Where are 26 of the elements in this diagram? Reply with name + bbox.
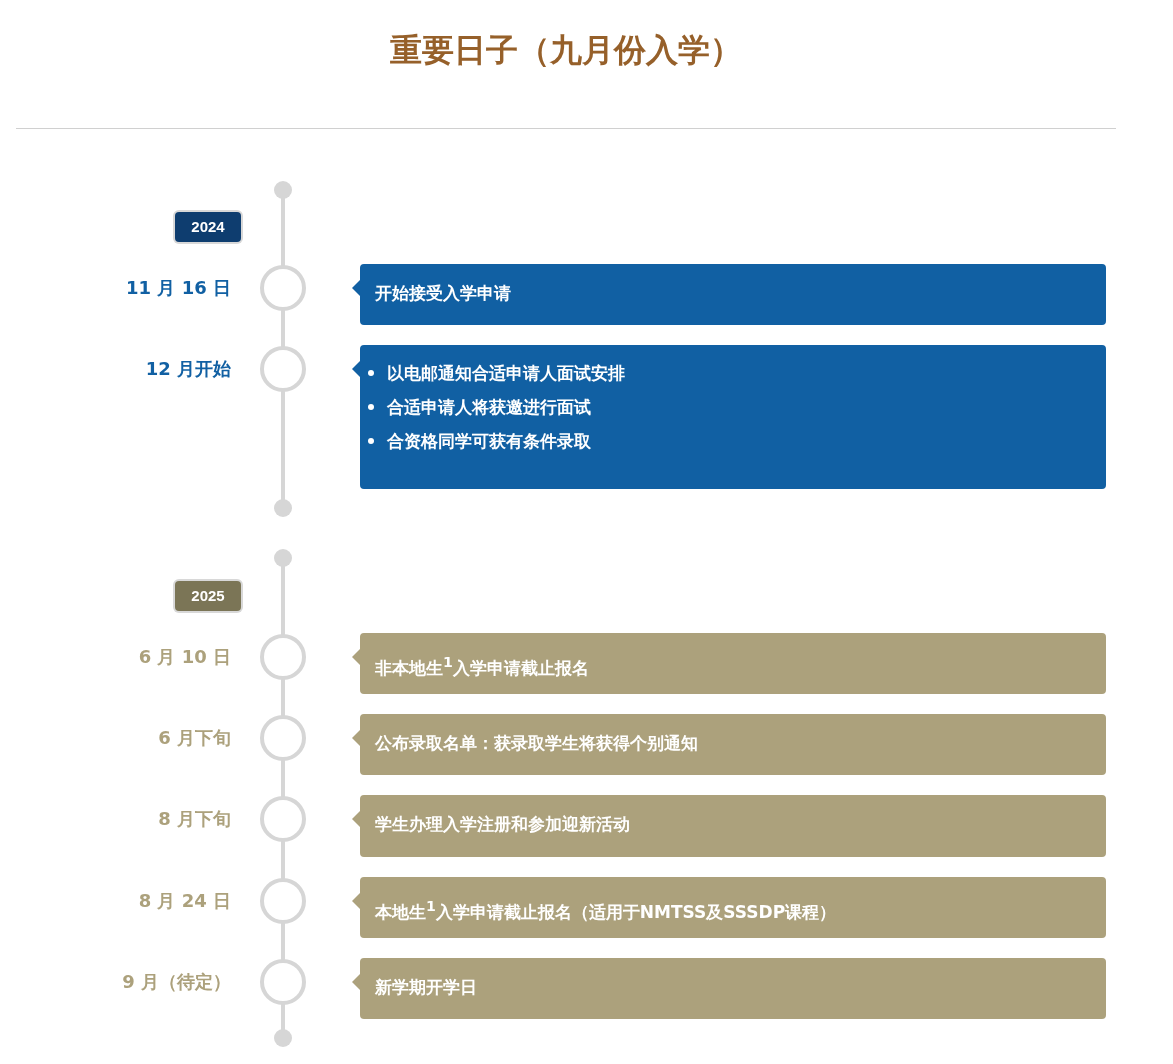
date-label: 12 月开始 [144,357,231,381]
event-card [352,795,1106,857]
date-label: 6 月 10 日 [137,645,231,669]
date-label: 6 月下旬 [157,726,231,750]
event-card [352,877,1106,938]
date-label: 8 月 24 日 [137,889,231,913]
year-badge: 2025 [175,581,241,611]
date-label: 11 月 16 日 [125,276,231,300]
event-text: 本地生$^{1}$入学申请截止报名（适用于NMTSS及SSSDP课程） [375,901,837,922]
event-card [352,345,1106,489]
list-item: 合资格同学可获有条件录取 [387,431,591,451]
event-text: 开始接受入学申请 [375,283,511,303]
date-label: 9 月（待定） [121,970,231,994]
event-card [352,958,1106,1019]
list-item: 以电邮通知合适申请人面试安排 [387,363,625,383]
list-item: 合适申请人将获邀进行面试 [387,397,591,417]
event-card [352,633,1106,694]
title: 重要日子（九月份入学） [389,30,743,71]
event-card [352,264,1106,325]
event-card [352,714,1106,775]
event-text: 非本地生$^{1}$入学申请截止报名 [375,657,589,678]
event-text: 公布录取名单：获录取学生将获得个别通知 [375,733,698,753]
year-badge: 2024 [175,212,241,242]
date-label: 8 月下旬 [157,807,231,831]
event-text: 新学期开学日 [375,977,477,997]
event-text: 学生办理入学注册和参加迎新活动 [375,814,630,834]
